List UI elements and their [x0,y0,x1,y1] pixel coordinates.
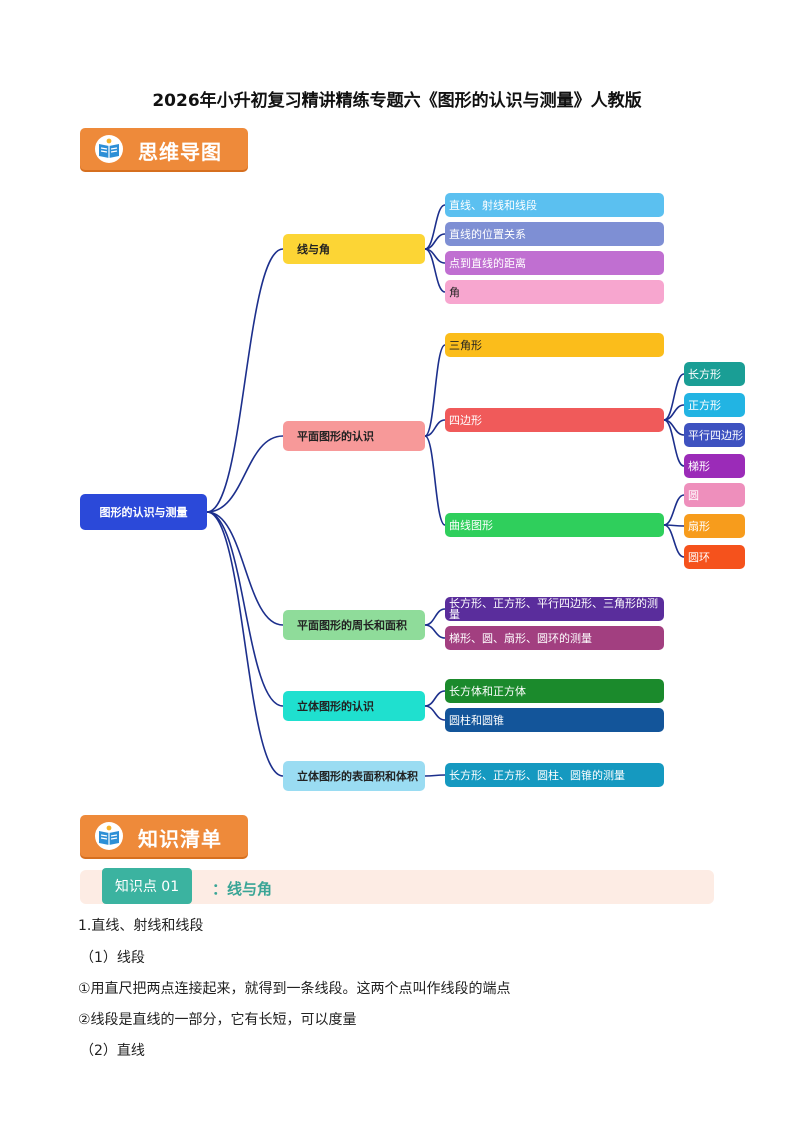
body-paragraph: ①用直尺把两点连接起来，就得到一条线段。这两个点叫作线段的端点 [78,981,511,997]
document-title: 2026年小升初复习精讲精练专题六《图形的认识与测量》人教版 [152,91,642,111]
mindmap-banner-label: 思维导图 [138,140,222,164]
mindmap-topic: 立体图形的表面积和体积 [283,761,425,791]
mindmap-subtopic: 圆柱和圆锥 [445,708,664,732]
mindmap-subtopic: 曲线图形 [445,513,664,537]
mindmap-topic: 线与角 [283,234,425,264]
mindmap-subtopic: 点到直线的距离 [445,251,664,275]
connector-line [206,435,284,513]
mindmap-item: 圆环 [684,545,745,569]
connector-line [206,248,284,513]
mindmap-item: 圆 [684,483,745,507]
knowledge-banner: 知识清单 [80,815,248,857]
mindmap-banner: 思维导图 [80,128,248,170]
mindmap-topic: 平面图形的周长和面积 [283,610,425,640]
connector-line [424,204,446,250]
connector-line [424,705,446,721]
mindmap-subtopic: 三角形 [445,333,664,357]
connector-line [206,511,284,626]
mindmap-item: 长方形 [684,362,745,386]
book-icon [95,822,123,850]
mindmap-item: 平行四边形 [684,423,745,447]
knowledge-banner-label: 知识清单 [138,827,222,851]
body-paragraph: ②线段是直线的一部分，它有长短，可以度量 [78,1012,357,1028]
knowledge-point-bar: 知识点 01 ：线与角 [80,868,714,904]
mindmap-item: 正方形 [684,393,745,417]
connector-line [424,608,446,626]
knowledge-point-tag: 知识点 01 [102,868,192,904]
connector-line [424,774,446,777]
connector-line [206,511,284,777]
mindmap-subtopic: 直线、射线和线段 [445,193,664,217]
knowledge-point-title: ：线与角 [212,880,273,898]
mindmap-topic: 平面图形的认识 [283,421,425,451]
connector-line [424,248,446,293]
body-heading: 1.直线、射线和线段 [78,918,204,934]
body-subheading: （2）直线 [80,1043,145,1059]
connector-line [206,511,284,707]
mindmap-subtopic: 长方形、正方形、圆柱、圆锥的测量 [445,763,664,787]
connector-line [424,690,446,707]
mindmap-item: 扇形 [684,514,745,538]
mindmap-subtopic: 角 [445,280,664,304]
body-subheading: （1）线段 [80,950,145,966]
connector-line [424,435,446,526]
mindmap-subtopic: 长方形、正方形、平行四边形、三角形的测量 [445,597,664,621]
mindmap-root: 图形的认识与测量 [80,494,207,530]
mindmap-subtopic: 梯形、圆、扇形、圆环的测量 [445,626,664,650]
connector-line [424,344,446,437]
book-icon [95,135,123,163]
mindmap-subtopic: 长方体和正方体 [445,679,664,703]
connector-line [424,624,446,639]
mindmap-item: 梯形 [684,454,745,478]
connector-line [424,419,446,437]
connector-line [663,494,685,526]
connector-line [663,419,685,467]
mindmap-subtopic: 直线的位置关系 [445,222,664,246]
mindmap-subtopic: 四边形 [445,408,664,432]
connector-line [663,373,685,421]
mindmap-topic: 立体图形的认识 [283,691,425,721]
connector-line [663,524,685,558]
